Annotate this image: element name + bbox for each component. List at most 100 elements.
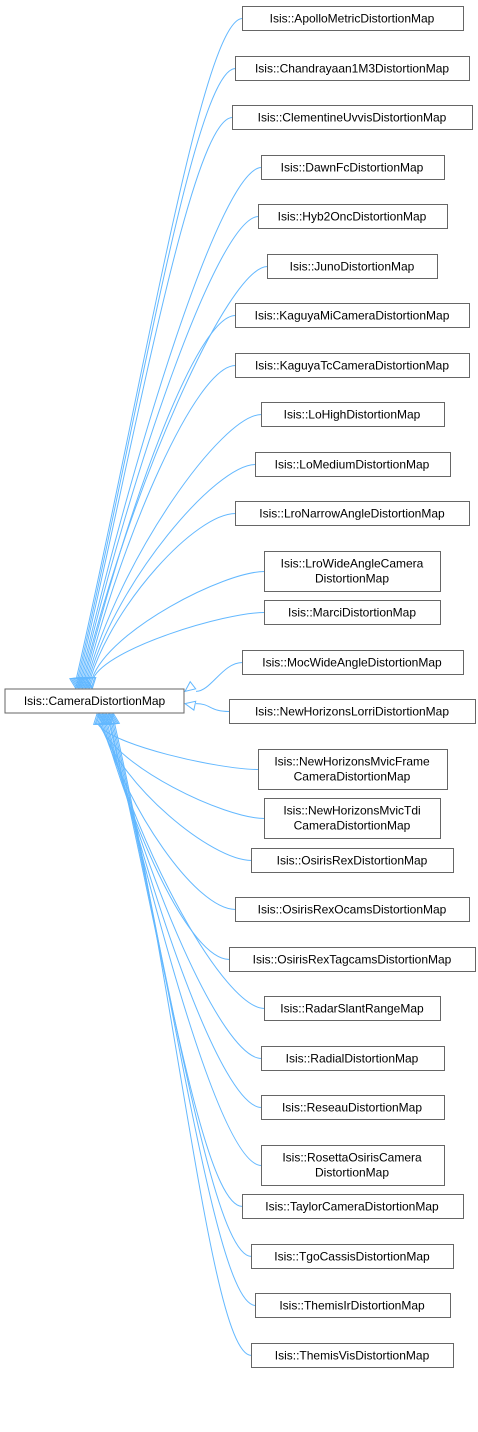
inheritance-edge xyxy=(76,18,243,679)
inheritance-arrowhead xyxy=(183,700,197,711)
subclass-label: Isis::KaguyaTcCameraDistortionMap xyxy=(255,359,449,373)
subclass-node[interactable]: Isis::ReseauDistortionMap xyxy=(261,1095,445,1120)
subclass-label: Isis::OsirisRexOcamsDistortionMap xyxy=(258,903,447,917)
subclass-node[interactable]: Isis::TgoCassisDistortionMap xyxy=(251,1244,454,1269)
subclass-node[interactable]: Isis::Hyb2OncDistortionMap xyxy=(258,204,448,229)
subclass-box xyxy=(229,947,476,972)
subclass-label: Isis::JunoDistortionMap xyxy=(290,260,415,274)
subclass-node[interactable]: Isis::OsirisRexDistortionMap xyxy=(251,848,454,873)
subclass-label: Isis::LroNarrowAngleDistortionMap xyxy=(259,507,445,521)
subclass-box xyxy=(242,650,464,675)
subclass-node[interactable]: Isis::ClementineUvvisDistortionMap xyxy=(232,105,473,130)
inheritance-edge xyxy=(100,723,252,861)
subclass-node[interactable]: Isis::LoHighDistortionMap xyxy=(261,402,445,427)
subclass-label: Isis::ClementineUvvisDistortionMap xyxy=(258,111,447,125)
subclass-node[interactable]: Isis::MocWideAngleDistortionMap xyxy=(242,650,464,675)
subclass-label: Isis::Chandrayaan1M3DistortionMap xyxy=(255,62,449,76)
subclass-box xyxy=(235,897,470,922)
subclass-label: Isis::NewHorizonsMvicFrame xyxy=(274,755,430,769)
base-class-node[interactable]: Isis::CameraDistortionMap xyxy=(4,688,185,714)
inheritance-edge xyxy=(85,365,236,679)
subclass-box xyxy=(235,501,470,526)
subclass-label: Isis::Hyb2OncDistortionMap xyxy=(278,210,427,224)
base-class-box xyxy=(4,688,185,714)
subclass-label: Isis::TaylorCameraDistortionMap xyxy=(265,1200,439,1214)
inheritance-edge xyxy=(108,723,262,1166)
base-class-label: Isis::CameraDistortionMap xyxy=(24,694,166,708)
subclass-box xyxy=(251,848,454,873)
subclass-box xyxy=(261,402,445,427)
inheritance-edge xyxy=(81,216,259,679)
subclass-node[interactable]: Isis::RadarSlantRangeMap xyxy=(264,996,441,1021)
subclass-node[interactable]: Isis::JunoDistortionMap xyxy=(267,254,438,279)
inheritance-edge xyxy=(102,723,230,960)
subclass-box xyxy=(235,56,470,81)
inheritance-edge xyxy=(90,513,236,679)
subclass-label: Isis::MocWideAngleDistortionMap xyxy=(262,656,442,670)
subclass-box xyxy=(261,1145,445,1186)
subclass-label: Isis::RadialDistortionMap xyxy=(286,1052,419,1066)
inheritance-edge xyxy=(87,414,262,679)
subclass-box xyxy=(264,551,441,592)
subclass-node[interactable]: Isis::MarciDistortionMap xyxy=(264,600,441,625)
subclass-label: Isis::LoMediumDistortionMap xyxy=(275,458,430,472)
subclass-node[interactable]: Isis::NewHorizonsMvicTdiCameraDistortion… xyxy=(264,798,441,839)
inheritance-edge xyxy=(112,723,256,1306)
subclass-label: DistortionMap xyxy=(315,1166,389,1180)
subclass-box xyxy=(255,1293,451,1318)
subclass-label: CameraDistortionMap xyxy=(294,770,411,784)
subclass-node[interactable]: Isis::NewHorizonsLorriDistortionMap xyxy=(229,699,476,724)
inheritance-edge xyxy=(78,117,233,679)
subclass-label: Isis::OsirisRexTagcamsDistortionMap xyxy=(253,953,452,967)
subclass-box xyxy=(251,1343,454,1368)
inheritance-edge xyxy=(88,464,256,679)
subclass-node[interactable]: Isis::OsirisRexTagcamsDistortionMap xyxy=(229,947,476,972)
subclass-box xyxy=(255,452,451,477)
inheritance-edges xyxy=(69,18,268,1356)
subclass-label: Isis::ApolloMetricDistortionMap xyxy=(270,12,435,26)
subclass-label: Isis::ReseauDistortionMap xyxy=(282,1101,422,1115)
inheritance-edge xyxy=(77,68,236,679)
subclass-node[interactable]: Isis::Chandrayaan1M3DistortionMap xyxy=(235,56,470,81)
subclass-node[interactable]: Isis::LroNarrowAngleDistortionMap xyxy=(235,501,470,526)
subclass-box xyxy=(264,600,441,625)
subclass-box xyxy=(258,749,448,790)
subclass-box xyxy=(242,6,464,31)
inheritance-edge xyxy=(80,167,262,679)
subclass-node[interactable]: Isis::DawnFcDistortionMap xyxy=(261,155,445,180)
inheritance-edge xyxy=(83,266,268,679)
inheritance-edge xyxy=(93,612,265,679)
subclass-box xyxy=(235,353,470,378)
subclass-node[interactable]: Isis::ThemisVisDistortionMap xyxy=(251,1343,454,1368)
inheritance-arrowhead xyxy=(109,712,121,726)
subclass-node[interactable]: Isis::ApolloMetricDistortionMap xyxy=(242,6,464,31)
subclass-node[interactable]: Isis::ThemisIrDistortionMap xyxy=(255,1293,451,1318)
subclass-label: Isis::ThemisVisDistortionMap xyxy=(275,1349,430,1363)
subclass-label: Isis::RadarSlantRangeMap xyxy=(280,1002,424,1016)
subclass-node[interactable]: Isis::KaguyaMiCameraDistortionMap xyxy=(235,303,470,328)
inheritance-edge xyxy=(101,723,236,910)
subclass-nodes: Isis::ApolloMetricDistortionMapIsis::Cha… xyxy=(229,6,476,1368)
inheritance-edge xyxy=(91,571,265,679)
subclass-node[interactable]: Isis::LoMediumDistortionMap xyxy=(255,452,451,477)
subclass-node[interactable]: Isis::OsirisRexOcamsDistortionMap xyxy=(235,897,470,922)
subclass-label: Isis::ThemisIrDistortionMap xyxy=(279,1299,425,1313)
subclass-node[interactable]: Isis::KaguyaTcCameraDistortionMap xyxy=(235,353,470,378)
subclass-node[interactable]: Isis::RadialDistortionMap xyxy=(261,1046,445,1071)
subclass-label: Isis::OsirisRexDistortionMap xyxy=(277,854,428,868)
subclass-label: Isis::DawnFcDistortionMap xyxy=(281,161,424,175)
subclass-box xyxy=(258,204,448,229)
subclass-node[interactable]: Isis::NewHorizonsMvicFrameCameraDistorti… xyxy=(258,749,448,790)
subclass-label: Isis::LroWideAngleCamera xyxy=(281,557,424,571)
subclass-box xyxy=(242,1194,464,1219)
inheritance-arrowhead xyxy=(184,680,197,693)
inheritance-edge xyxy=(195,703,230,712)
subclass-box xyxy=(261,1095,445,1120)
subclass-box xyxy=(251,1244,454,1269)
subclass-node[interactable]: Isis::TaylorCameraDistortionMap xyxy=(242,1194,464,1219)
subclass-label: Isis::LoHighDistortionMap xyxy=(284,408,421,422)
subclass-label: CameraDistortionMap xyxy=(294,819,411,833)
subclass-box xyxy=(261,155,445,180)
